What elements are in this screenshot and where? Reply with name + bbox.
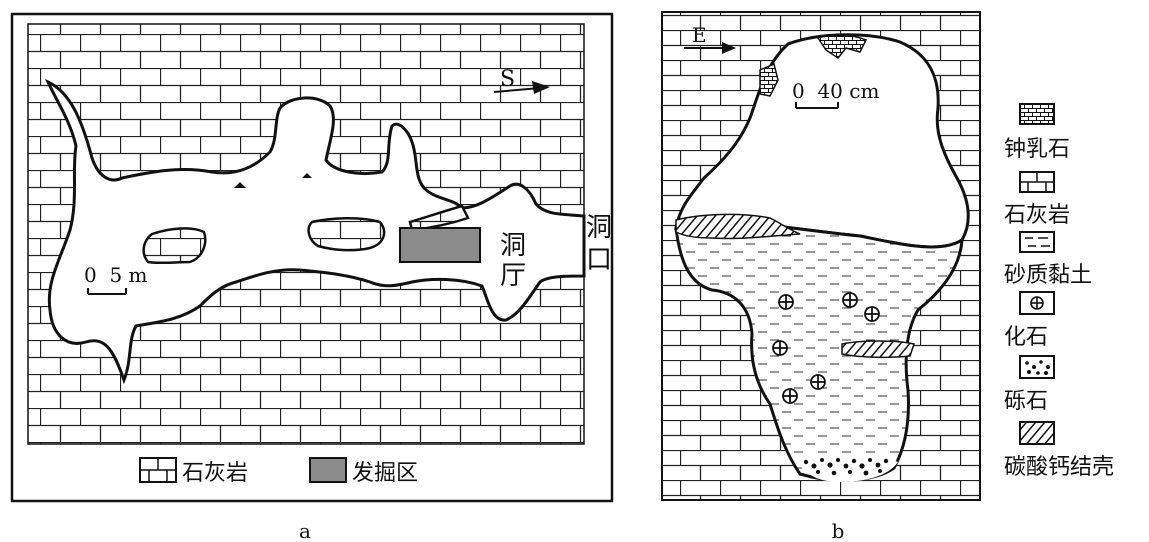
legend-stalactite-label: 钟乳石 — [1004, 137, 1070, 162]
legend-sandy-clay-label: 砂质黏土 — [1004, 263, 1092, 288]
scale-label-b: 0 40 cm — [792, 79, 879, 103]
rock-island-left — [142, 227, 207, 265]
rock-island-middle — [307, 216, 386, 252]
panel-b: E 0 40 cm b — [661, 11, 981, 542]
panel-a: S 0 5 m 洞 厅 洞 口 石灰岩 发掘区 a — [10, 12, 614, 542]
legend-b: 钟乳石 石灰岩 砂质黏土 化石 砾石 碳酸钙结壳 — [1004, 103, 1114, 480]
legend-a: 石灰岩 发掘区 — [139, 457, 418, 486]
hall-label-top: 洞 — [500, 231, 526, 261]
direction-label-s: S — [500, 67, 515, 92]
legend-gravel-dots — [1025, 360, 1050, 375]
mouth-label-top: 洞 — [586, 213, 612, 243]
fossil-icon — [778, 294, 794, 310]
carbonate-crust-upper — [675, 213, 801, 240]
panel-a-label: a — [299, 519, 311, 542]
scale-bar-b — [795, 102, 839, 109]
fossil-icon — [810, 374, 826, 390]
direction-arrowhead — [532, 81, 550, 94]
legend-excavation-swatch — [309, 457, 347, 483]
direction-label-e: E — [692, 23, 707, 47]
legend-excavation-label: 发掘区 — [352, 461, 418, 486]
fossil-markers — [772, 292, 880, 404]
direction-arrow — [493, 87, 541, 93]
legend-sandy-clay-swatch — [1019, 231, 1055, 253]
hall-label-bottom: 厅 — [500, 261, 526, 291]
stalactite-top — [816, 34, 868, 60]
legend-crust-label: 碳酸钙结壳 — [1004, 455, 1114, 480]
legend-stalactite-swatch — [1019, 103, 1055, 125]
stalactite-bumps — [234, 173, 312, 188]
carbonate-crust-middle — [841, 340, 915, 359]
direction-arrowhead-b — [722, 42, 736, 54]
fossil-icon — [782, 388, 798, 404]
scale-label-a: 0 5 m — [84, 263, 148, 287]
sandy-clay-deposit — [674, 219, 964, 482]
excavation-area — [399, 227, 481, 263]
legend-gravel-label: 砾石 — [1004, 389, 1048, 414]
legend-limestone-label: 石灰岩 — [182, 461, 248, 486]
legend-fossil-icon — [1030, 296, 1044, 310]
stalactite-left — [759, 62, 779, 97]
fossil-icon — [772, 340, 788, 356]
legend-fossil-label: 化石 — [1004, 325, 1048, 350]
legend-crust-swatch — [1019, 421, 1055, 445]
fossil-icon — [842, 292, 858, 308]
fossil-icon — [864, 306, 880, 322]
mouth-label-bottom: 口 — [586, 245, 612, 275]
scale-bar-a — [87, 288, 127, 295]
legend-limestone-b-label: 石灰岩 — [1004, 203, 1070, 228]
gravel-dots — [803, 457, 889, 476]
panel-b-label: b — [832, 519, 845, 542]
